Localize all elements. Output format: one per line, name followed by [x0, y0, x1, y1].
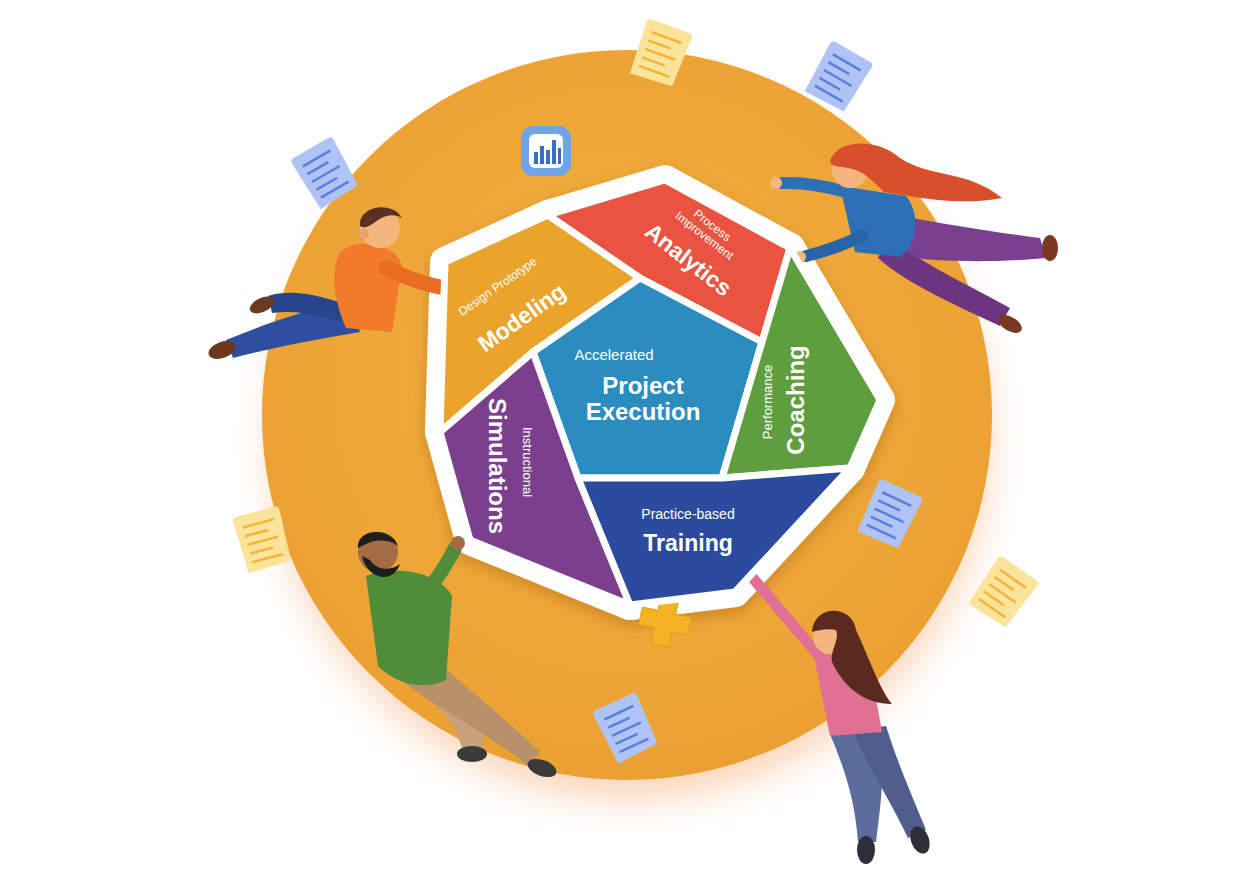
- person-green-shirt: [358, 532, 559, 781]
- person-orange-shirt: [360, 207, 402, 227]
- paper-line: [828, 62, 849, 74]
- paper-line: [989, 584, 1015, 602]
- paper-line: [642, 57, 665, 65]
- segment-title: Training: [643, 531, 732, 556]
- paper-sheet: [232, 506, 293, 574]
- person-pink-shirt: [855, 726, 926, 838]
- chart-icon: [521, 126, 571, 176]
- person-green-shirt: [366, 571, 452, 685]
- paper-line: [871, 517, 893, 527]
- paper-line: [247, 537, 278, 545]
- paper-line: [645, 49, 675, 60]
- paper-sheets: [232, 18, 1039, 765]
- paper-line: [867, 525, 896, 539]
- person-green-shirt: [358, 532, 398, 572]
- segment-subtitle: Practice-based: [641, 507, 734, 522]
- person-red-hair: [770, 177, 782, 189]
- paper-sheet: [855, 478, 923, 551]
- segment-subtitle: Performance: [761, 365, 775, 439]
- paper-sheet: [803, 40, 874, 114]
- paper-line: [639, 66, 669, 77]
- person-pink-shirt: [752, 577, 826, 664]
- segment-subtitle: Accelerated: [574, 347, 653, 364]
- paper-sheet: [803, 40, 874, 114]
- paper-line: [316, 178, 337, 190]
- paper-line: [243, 519, 274, 527]
- paper-sheet: [232, 506, 293, 574]
- person-pink-shirt: [812, 611, 892, 704]
- paper-line: [979, 599, 1005, 617]
- paper-sheet: [290, 136, 361, 210]
- person-red-hair: [995, 311, 1025, 336]
- paper-line: [620, 739, 649, 753]
- paper-line: [250, 547, 273, 553]
- chart-icon: [529, 134, 563, 168]
- chart-bar: [540, 146, 544, 164]
- chart-bar: [546, 150, 550, 164]
- petal-segment: Performance Coaching: [722, 248, 880, 478]
- paper-sheet: [628, 18, 693, 89]
- person-red-hair: [830, 143, 1002, 201]
- person-green-shirt: [525, 755, 559, 780]
- paper-line: [245, 530, 268, 536]
- paper-line: [819, 78, 840, 90]
- segment-subtitle: Instructional: [520, 427, 534, 497]
- chart-bar: [552, 140, 556, 164]
- paper-line: [1000, 569, 1026, 587]
- person-red-hair: [895, 215, 1046, 261]
- person-green-shirt: [457, 746, 487, 762]
- paper-line: [307, 162, 328, 174]
- person-pink-shirt: [857, 836, 875, 864]
- paper-line: [252, 554, 283, 562]
- person-orange-shirt: [334, 244, 402, 332]
- paper-sheet: [967, 555, 1040, 630]
- white-frame: [578, 468, 850, 605]
- person-orange-shirt: [359, 229, 369, 239]
- paper-line: [815, 86, 843, 102]
- paper-sheet: [967, 555, 1040, 630]
- person-red-hair: [806, 236, 862, 256]
- white-frame: [440, 180, 880, 605]
- person-green-shirt: [451, 536, 465, 550]
- person-pink-shirt: [740, 564, 933, 864]
- segment-fill: [578, 468, 850, 605]
- segment-fill: [722, 248, 880, 478]
- paper-sheet: [290, 136, 361, 210]
- paper-line: [321, 182, 349, 198]
- person-green-shirt: [358, 532, 398, 548]
- petal-segment: Practice-basedTraining: [578, 468, 850, 605]
- person-orange-shirt: [247, 293, 276, 317]
- segment-title: Simulations: [484, 398, 510, 534]
- paper-sheet: [592, 692, 660, 765]
- chart-icon: [521, 126, 571, 176]
- person-orange-shirt: [206, 338, 238, 363]
- paper-sheet: [855, 478, 923, 551]
- person-orange-shirt: [206, 207, 469, 362]
- chart-bar: [534, 152, 538, 164]
- chart-bar: [558, 148, 561, 164]
- person-red-hair: [782, 183, 846, 192]
- person-pink-shirt: [907, 824, 933, 856]
- paper-line: [648, 40, 671, 48]
- paper-line: [616, 734, 638, 744]
- segment-title: Project Execution: [558, 373, 728, 426]
- person-green-shirt: [430, 548, 455, 588]
- paper-sheet: [628, 18, 693, 89]
- paper-sheet: [592, 692, 660, 765]
- person-red-hair: [1042, 235, 1058, 261]
- paper-line: [608, 718, 630, 728]
- segment-title: Coaching: [783, 345, 809, 454]
- paper-line: [651, 32, 681, 43]
- person-green-shirt: [362, 556, 400, 577]
- paper-line: [878, 500, 900, 510]
